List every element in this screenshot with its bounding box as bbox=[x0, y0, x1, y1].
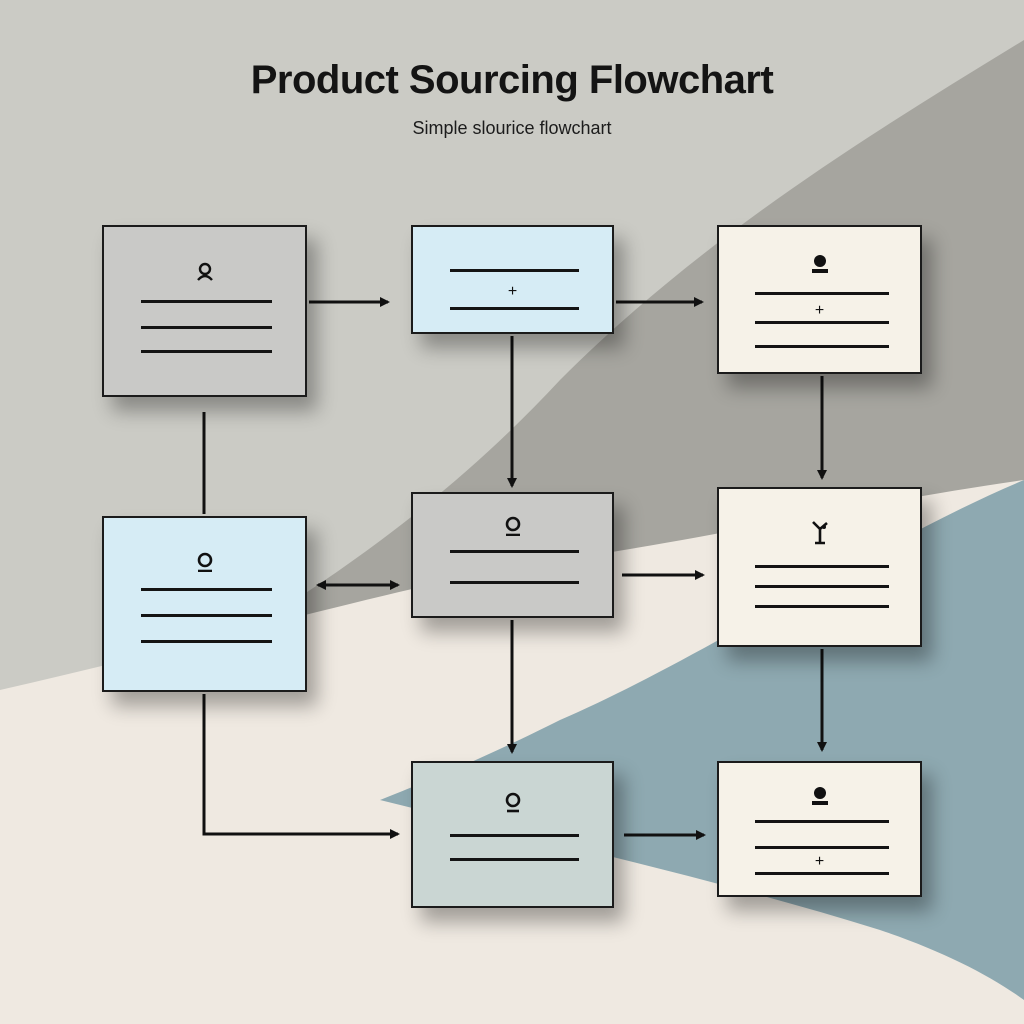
flow-box-1[interactable] bbox=[102, 225, 307, 397]
text-line bbox=[450, 858, 579, 861]
text-line bbox=[141, 350, 272, 353]
person-icon bbox=[104, 261, 305, 286]
text-line bbox=[450, 834, 579, 837]
person-icon bbox=[104, 552, 305, 577]
plus-mark: + bbox=[814, 853, 825, 870]
text-line bbox=[755, 846, 889, 849]
flow-box-5[interactable] bbox=[411, 492, 614, 618]
text-line bbox=[755, 585, 889, 588]
text-line bbox=[450, 550, 579, 553]
page-subtitle: Simple slourice flowchart bbox=[412, 118, 612, 138]
text-line bbox=[141, 588, 272, 591]
text-line bbox=[755, 872, 889, 875]
text-line bbox=[755, 605, 889, 608]
text-line bbox=[450, 307, 579, 310]
flow-box-8[interactable]: + bbox=[717, 761, 922, 897]
flow-box-2[interactable]: + bbox=[411, 225, 614, 334]
person-icon bbox=[719, 785, 920, 812]
flow-box-6[interactable] bbox=[717, 487, 922, 647]
text-line bbox=[141, 614, 272, 617]
page-title: Product Sourcing Flowchart bbox=[250, 58, 774, 102]
person-icon bbox=[413, 516, 612, 541]
text-line bbox=[755, 321, 889, 324]
person-icon bbox=[413, 791, 612, 818]
figure-icon bbox=[719, 519, 920, 550]
text-line bbox=[141, 300, 272, 303]
flow-box-3[interactable]: + bbox=[717, 225, 922, 374]
text-line bbox=[141, 640, 272, 643]
person-icon bbox=[719, 253, 920, 280]
text-line bbox=[141, 326, 272, 329]
plus-mark: + bbox=[507, 283, 518, 300]
text-line bbox=[755, 820, 889, 823]
flow-box-4[interactable] bbox=[102, 516, 307, 692]
text-line bbox=[755, 345, 889, 348]
text-line bbox=[755, 292, 889, 295]
plus-mark: + bbox=[814, 302, 825, 319]
flow-box-7[interactable] bbox=[411, 761, 614, 908]
text-line bbox=[450, 269, 579, 272]
text-line bbox=[755, 565, 889, 568]
text-line bbox=[450, 581, 579, 584]
